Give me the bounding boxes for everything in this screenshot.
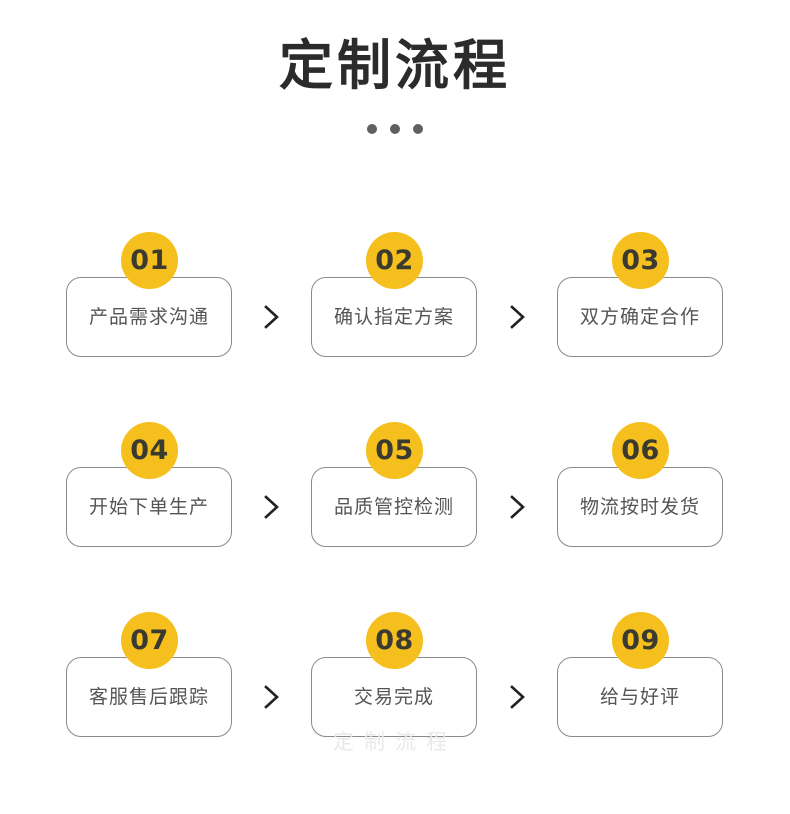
process-step-badge: 03	[612, 232, 669, 289]
chevron-right-icon	[500, 300, 534, 334]
dot-icon	[390, 124, 400, 134]
dot-icon	[367, 124, 377, 134]
process-step-card[interactable]: 开始下单生产	[66, 467, 232, 547]
process-step-card[interactable]: 产品需求沟通	[66, 277, 232, 357]
chevron-right-icon	[500, 680, 534, 714]
process-step-card[interactable]: 品质管控检测	[311, 467, 477, 547]
process-step-label: 品质管控检测	[333, 496, 454, 518]
process-step-label: 交易完成	[353, 686, 434, 708]
process-step-badge: 01	[121, 232, 178, 289]
process-step-card[interactable]: 客服售后跟踪	[66, 657, 232, 737]
chevron-right-icon	[500, 490, 534, 524]
process-step-label: 客服售后跟踪	[88, 686, 209, 708]
process-step-number: 08	[375, 625, 414, 656]
page-title: 定制流程	[279, 34, 511, 97]
dot-icon	[413, 124, 423, 134]
process-flow-row: 开始下单生产 04 品质管控检测 05 物流	[0, 422, 790, 612]
process-step-number: 09	[621, 625, 660, 656]
decorative-dots	[0, 124, 790, 134]
process-step-card[interactable]: 双方确定合作	[557, 277, 723, 357]
process-step-label: 产品需求沟通	[88, 306, 209, 328]
process-step-number: 07	[130, 625, 169, 656]
process-step-badge: 08	[366, 612, 423, 669]
process-step-label: 确认指定方案	[333, 306, 454, 328]
process-step-number: 01	[130, 245, 169, 276]
process-step-number: 03	[621, 245, 660, 276]
process-step-badge: 07	[121, 612, 178, 669]
process-step-badge: 05	[366, 422, 423, 479]
process-step-number: 05	[375, 435, 414, 466]
process-step-card[interactable]: 确认指定方案	[311, 277, 477, 357]
process-step-label: 双方确定合作	[579, 306, 700, 328]
process-flow-row: 客服售后跟踪 07 交易完成 08 给与好评	[0, 612, 790, 802]
process-step-card[interactable]: 交易完成	[311, 657, 477, 737]
process-step-card[interactable]: 物流按时发货	[557, 467, 723, 547]
chevron-right-icon	[254, 490, 288, 524]
process-step-label: 开始下单生产	[88, 496, 209, 518]
process-step-number: 04	[130, 435, 169, 466]
process-step-card[interactable]: 给与好评	[557, 657, 723, 737]
chevron-right-icon	[254, 680, 288, 714]
process-step-label: 物流按时发货	[579, 496, 700, 518]
process-step-label: 给与好评	[599, 686, 680, 708]
process-flow: 产品需求沟通 01 确认指定方案 02 双方	[0, 232, 790, 802]
process-step-number: 02	[375, 245, 414, 276]
page-header: 定制流程	[0, 34, 790, 134]
process-step-badge: 06	[612, 422, 669, 479]
process-step-badge: 02	[366, 232, 423, 289]
process-step-badge: 09	[612, 612, 669, 669]
process-step-badge: 04	[121, 422, 178, 479]
process-step-number: 06	[621, 435, 660, 466]
chevron-right-icon	[254, 300, 288, 334]
process-flow-row: 产品需求沟通 01 确认指定方案 02 双方	[0, 232, 790, 422]
